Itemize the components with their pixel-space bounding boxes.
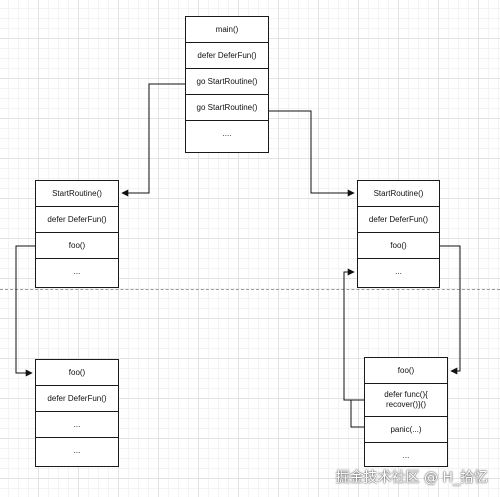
foo-frame: foo() — [365, 358, 447, 384]
startroutine-frame: StartRoutine() — [358, 181, 439, 207]
go-startroutine-left-arrow — [121, 83, 185, 197]
go-startroutine-right-arrow — [269, 110, 355, 197]
foo-call-frame: foo() — [358, 233, 439, 259]
watermark-text: 掘金技术社区 @ H_拾忆 — [335, 470, 488, 486]
foo-call-left-arrow — [15, 245, 35, 377]
foo-call-frame: foo() — [36, 233, 118, 259]
panic-unwind-arrow — [350, 399, 364, 428]
ellipsis-frame: .... — [222, 129, 232, 138]
defer-deferfun-frame: defer DeferFun() — [358, 207, 439, 233]
right-foo-stack: foo() defer func(){ recover()}() panic(.… — [364, 357, 448, 467]
ellipsis-frame: ... — [73, 267, 81, 276]
main-frame: main() — [186, 17, 268, 43]
recover-line: recover()}() — [385, 400, 426, 409]
ellipsis-frame: ... — [395, 267, 402, 276]
left-foo-stack: foo() defer DeferFun() ... ... — [35, 359, 119, 467]
startroutine-frame: StartRoutine() — [36, 181, 118, 207]
defer-func-line: defer func(){ — [384, 390, 428, 399]
panic-frame: panic(...) — [365, 417, 447, 443]
main-stack-box: main() defer DeferFun() go StartRoutine(… — [185, 16, 269, 153]
defer-recover-frame: defer func(){ recover()}() — [365, 384, 447, 417]
left-startroutine-stack: StartRoutine() defer DeferFun() foo() ..… — [35, 180, 119, 288]
boundary-dashed-line — [0, 289, 500, 290]
ellipsis-frame: ... — [36, 412, 118, 438]
defer-deferfun-frame: defer DeferFun() — [186, 43, 268, 69]
ellipsis-frame: ... — [402, 451, 410, 460]
ellipsis-frame: ... — [73, 446, 81, 455]
defer-deferfun-frame: defer DeferFun() — [36, 207, 118, 233]
foo-call-right-arrow — [440, 245, 461, 375]
foo-frame: foo() — [36, 360, 118, 386]
right-startroutine-stack: StartRoutine() defer DeferFun() foo() ..… — [357, 180, 440, 288]
go-startroutine-frame-1: go StartRoutine() — [186, 69, 268, 95]
defer-deferfun-frame: defer DeferFun() — [36, 386, 118, 412]
go-startroutine-frame-2: go StartRoutine() — [186, 95, 268, 121]
recover-return-arrow — [343, 268, 364, 401]
